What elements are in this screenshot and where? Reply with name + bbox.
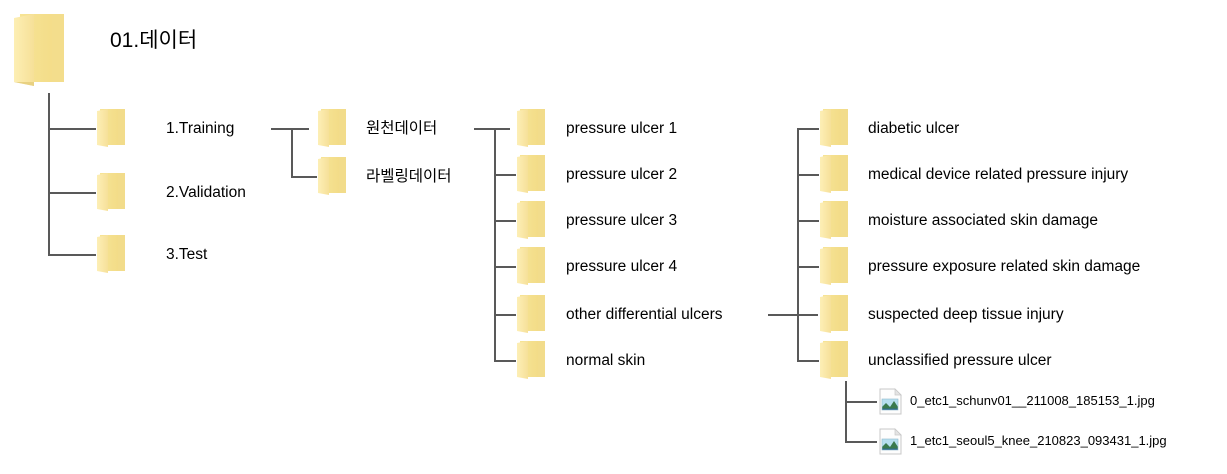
level2-label-labeling-data: 라벨링데이터 xyxy=(366,168,452,185)
level3-label-pressure-ulcer-3: pressure ulcer 3 xyxy=(566,212,678,229)
level4-label-diabetic-ulcer: diabetic ulcer xyxy=(868,120,960,137)
connector-level3-branch-6 xyxy=(494,360,516,362)
folder-icon-medical-device-related-pressure-injury xyxy=(819,154,853,196)
connector-level4-branch-1 xyxy=(797,128,819,130)
folder-icon-training xyxy=(96,108,130,150)
level4-label-medical-device-related-pressure-injury: medical device related pressure injury xyxy=(868,166,1129,183)
level4-label-unclassified-pressure-ulcer: unclassified pressure ulcer xyxy=(868,352,1052,369)
level3-label-normal-skin: normal skin xyxy=(566,352,646,369)
image-file-icon-1 xyxy=(879,388,902,415)
folder-icon-root xyxy=(12,12,74,90)
folder-icon-normal-skin xyxy=(516,340,550,382)
connector-sourcedata-to-level3 xyxy=(474,128,510,130)
connector-level4-branch-4 xyxy=(797,266,819,268)
connector-root-trunk xyxy=(48,93,50,256)
connector-level3-trunk xyxy=(494,128,496,362)
root-folder-label: 01.데이터 xyxy=(110,29,198,52)
connector-root-to-test xyxy=(48,254,96,256)
folder-icon-test xyxy=(96,234,130,276)
connector-files-trunk xyxy=(845,381,847,443)
folder-icon-pressure-ulcer-3 xyxy=(516,200,550,242)
connector-file-branch-2 xyxy=(845,441,877,443)
folder-icon-diabetic-ulcer xyxy=(819,108,853,150)
folder-icon-suspected-deep-tissue-injury xyxy=(819,294,853,336)
folder-icon-unclassified-pressure-ulcer xyxy=(819,340,853,382)
connector-level3-branch-2 xyxy=(494,174,516,176)
connector-level4-trunk xyxy=(797,128,799,362)
folder-icon-pressure-exposure-related-skin-damage xyxy=(819,246,853,288)
level3-label-pressure-ulcer-1: pressure ulcer 1 xyxy=(566,120,678,137)
connector-root-to-training xyxy=(48,128,96,130)
image-file-icon-2 xyxy=(879,428,902,455)
connector-level3-branch-3 xyxy=(494,220,516,222)
level4-label-moisture-associated-skin-damage: moisture associated skin damage xyxy=(868,212,1099,229)
level1-label-validation: 2.Validation xyxy=(166,184,246,201)
level3-label-pressure-ulcer-4: pressure ulcer 4 xyxy=(566,258,678,275)
level3-label-pressure-ulcer-2: pressure ulcer 2 xyxy=(566,166,678,183)
folder-icon-labeling-data xyxy=(317,156,351,198)
connector-level4-branch-2 xyxy=(797,174,819,176)
level2-label-source-data: 원천데이터 xyxy=(366,120,438,137)
level3-label-other-differential-ulcers: other differential ulcers xyxy=(566,306,723,323)
connector-level3-branch-4 xyxy=(494,266,516,268)
connector-file-branch-1 xyxy=(845,401,877,403)
folder-icon-other-differential-ulcers xyxy=(516,294,550,336)
connector-level2-to-labeling xyxy=(291,176,317,178)
level1-label-training: 1.Training xyxy=(166,120,235,137)
level4-label-pressure-exposure-related-skin-damage: pressure exposure related skin damage xyxy=(868,258,1141,275)
file-label-2: 1_etc1_seoul5_knee_210823_093431_1.jpg xyxy=(910,433,1167,448)
file-label-1: 0_etc1_schunv01__211008_185153_1.jpg xyxy=(910,393,1155,408)
connector-level4-branch-3 xyxy=(797,220,819,222)
folder-icon-source-data xyxy=(317,108,351,150)
folder-icon-pressure-ulcer-4 xyxy=(516,246,550,288)
connector-level3-branch-5 xyxy=(494,314,516,316)
connector-otherulcers-to-level4 xyxy=(768,314,818,316)
connector-level4-branch-6 xyxy=(797,360,819,362)
connector-root-to-validation xyxy=(48,192,96,194)
folder-icon-moisture-associated-skin-damage xyxy=(819,200,853,242)
level4-label-suspected-deep-tissue-injury: suspected deep tissue injury xyxy=(868,306,1064,323)
folder-icon-pressure-ulcer-1 xyxy=(516,108,550,150)
level1-label-test: 3.Test xyxy=(166,246,208,263)
folder-icon-pressure-ulcer-2 xyxy=(516,154,550,196)
connector-training-to-level2 xyxy=(271,128,309,130)
connector-level2-trunk xyxy=(291,128,293,178)
folder-icon-validation xyxy=(96,172,130,214)
